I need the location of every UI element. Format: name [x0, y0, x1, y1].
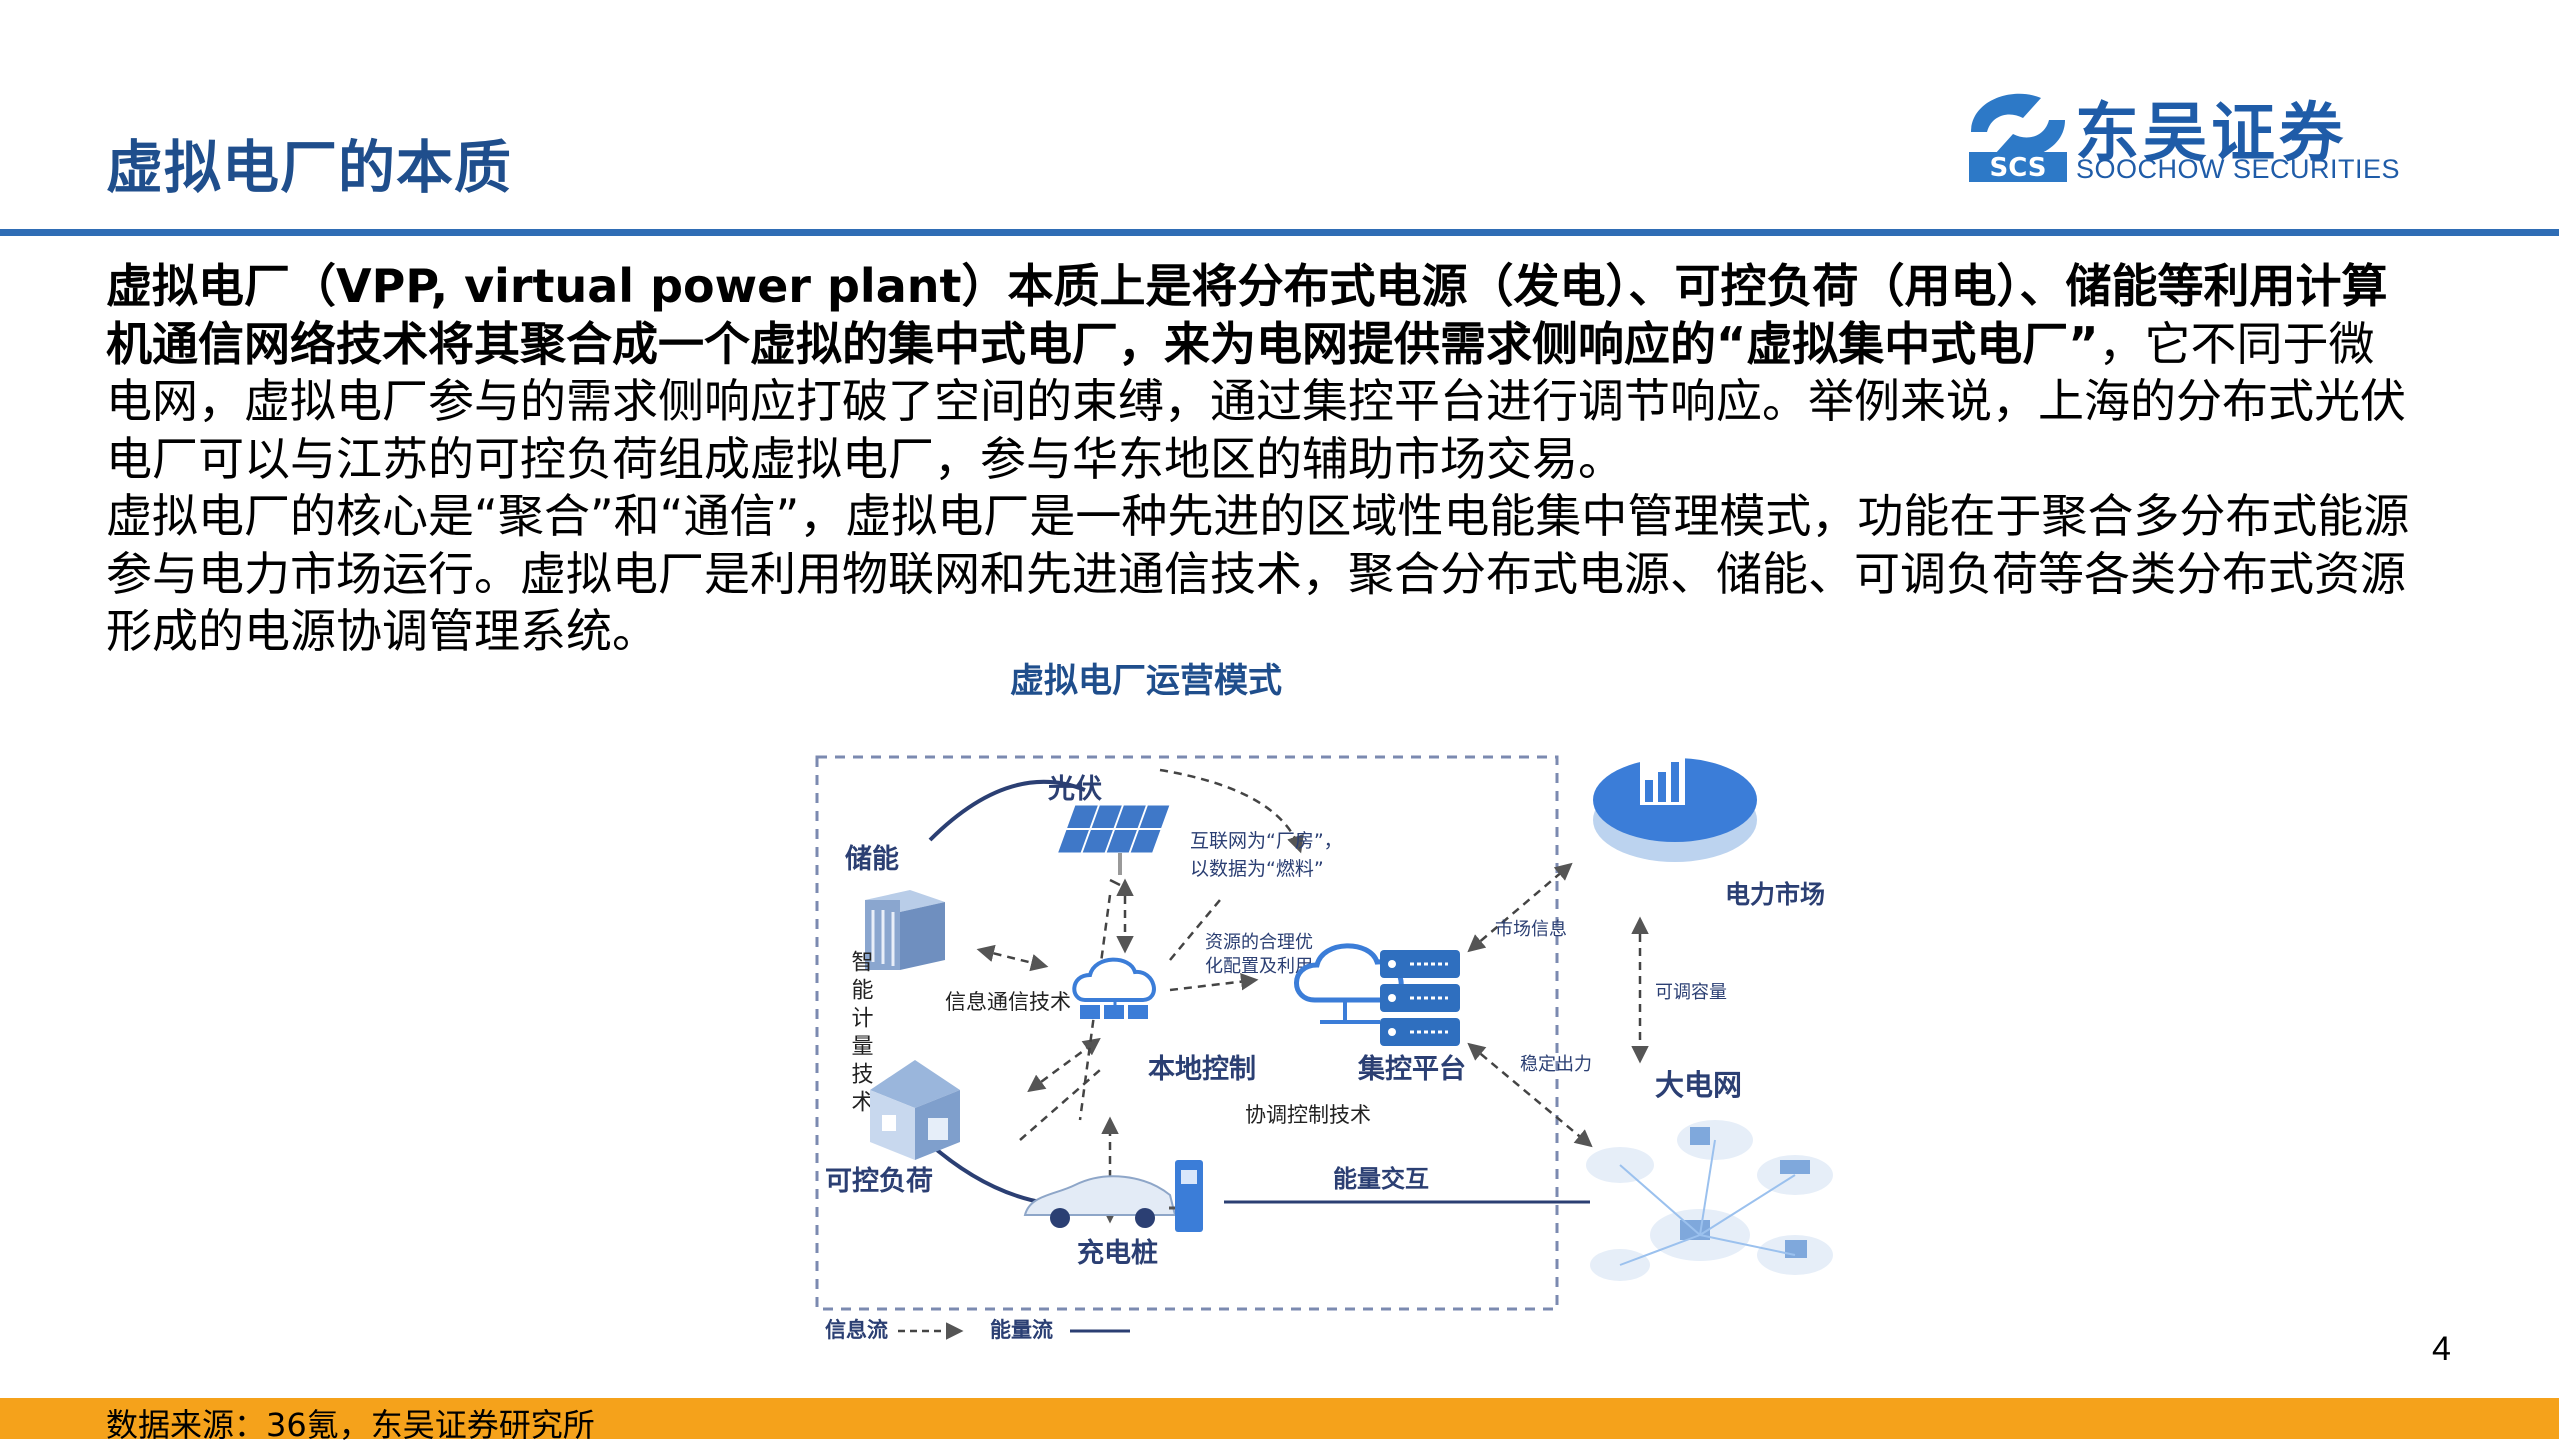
flow-cloud-platform	[1169, 972, 1259, 992]
paragraph-1-bold: 虚拟电厂（VPP, virtual power plant）本质上是将分布式电源…	[106, 259, 2388, 371]
paragraph-2: 虚拟电厂的核心是“聚合”和“通信”，虚拟电厂是一种先进的区域性电能集中管理模式，…	[106, 489, 2410, 658]
adjustable-capacity-label: 可调容量	[1655, 982, 1727, 1003]
load-label: 可控负荷	[825, 1166, 933, 1197]
paragraph-1-rest: ，它不同于微电网，虚拟电厂参与的需求侧响应打破了空间的束缚，通过集控平台进行调节…	[106, 316, 2406, 486]
stable-output-label: 稳定出力	[1520, 1054, 1592, 1075]
flow-load-cloud	[1019, 1069, 1101, 1141]
local-control-label: 本地控制	[1148, 1054, 1256, 1085]
footer-bar	[0, 1398, 2559, 1439]
optimize-annotation-1: 资源的合理优	[1205, 932, 1313, 953]
storage-node: 储能	[845, 843, 945, 970]
diagram-legend: 信息流 能量流	[825, 1318, 1130, 1342]
diagram-title: 虚拟电厂运营模式	[1010, 661, 1282, 701]
server-icon	[1380, 950, 1460, 1046]
charger-node: 充电桩	[1023, 1160, 1203, 1269]
header-divider	[0, 229, 2559, 236]
vpp-boundary	[815, 755, 1559, 1311]
grid-label: 大电网	[1655, 1068, 1742, 1102]
page-title: 虚拟电厂的本质	[106, 135, 512, 201]
load-node: 可控负荷	[825, 1060, 960, 1197]
solar-panel-icon	[1056, 804, 1171, 854]
house-icon	[870, 1060, 960, 1160]
page-number: 4	[2432, 1330, 2451, 1368]
energy-exchange-label: 能量交互	[1333, 1165, 1429, 1193]
legend-info-flow: 信息流	[825, 1318, 888, 1342]
smart-meter-label-group: 智能计量技术	[848, 950, 874, 1118]
logo-mark-text: SCS	[1989, 153, 2046, 183]
local-control-node: 本地控制	[1072, 957, 1256, 1085]
pv-node: 光伏	[1047, 774, 1171, 875]
internet-annotation-2: 以数据为“燃料”	[1190, 858, 1324, 880]
pv-label: 光伏	[1047, 774, 1102, 805]
platform-node: 集控平台	[1294, 943, 1466, 1085]
power-market-node: 电力市场	[1593, 750, 1825, 909]
flow-storage-info	[976, 944, 1049, 972]
logo-name-en: SOOCHOW SECURITIES	[2076, 154, 2401, 184]
flow-platform-market	[1467, 862, 1573, 953]
ev-car-icon	[1023, 1175, 1177, 1228]
company-logo: SCS 东吴证券 SOOCHOW SECURITIES	[1963, 80, 2423, 190]
charging-post-icon	[1169, 1160, 1203, 1232]
cloud-server-icon	[1072, 957, 1156, 1019]
vpp-operation-diagram: 虚拟电厂运营模式 光伏 储能	[780, 650, 1900, 1370]
internet-annotation-1: 互联网为“厂房”，	[1190, 830, 1343, 852]
grid-cluster-icon	[1586, 1120, 1833, 1281]
info-comm-label: 信息通信技术	[945, 990, 1071, 1014]
market-info-label: 市场信息	[1495, 919, 1567, 940]
source-note: 数据来源：36氪，东吴证券研究所	[106, 1406, 595, 1444]
logo-name-cn: 东吴证券	[2075, 97, 2347, 171]
flow-pv-tick	[1109, 878, 1121, 887]
arc-storage-pv	[928, 779, 1086, 842]
flow-platform-grid	[1467, 1042, 1593, 1148]
scs-logo-icon: SCS	[1969, 93, 2067, 183]
charger-label: 充电桩	[1077, 1237, 1158, 1269]
legend-energy-flow: 能量流	[990, 1318, 1053, 1342]
arc-pv-info	[1159, 768, 1304, 854]
power-market-label: 电力市场	[1725, 880, 1825, 909]
paragraph-1: 虚拟电厂（VPP, virtual power plant）本质上是将分布式电源…	[106, 258, 2416, 488]
flow-load-info	[1027, 1037, 1101, 1093]
storage-label: 储能	[845, 843, 899, 875]
platform-label: 集控平台	[1357, 1053, 1466, 1085]
body-text: 虚拟电厂（VPP, virtual power plant）本质上是将分布式电源…	[106, 258, 2416, 661]
coord-control-label: 协调控制技术	[1245, 1103, 1371, 1127]
battery-rack-icon	[865, 890, 945, 970]
smart-meter-label: 智能计量技术	[848, 950, 874, 1118]
grid-node: 大电网	[1586, 1068, 1833, 1281]
optimize-annotation-2: 化配置及利用	[1205, 956, 1313, 977]
